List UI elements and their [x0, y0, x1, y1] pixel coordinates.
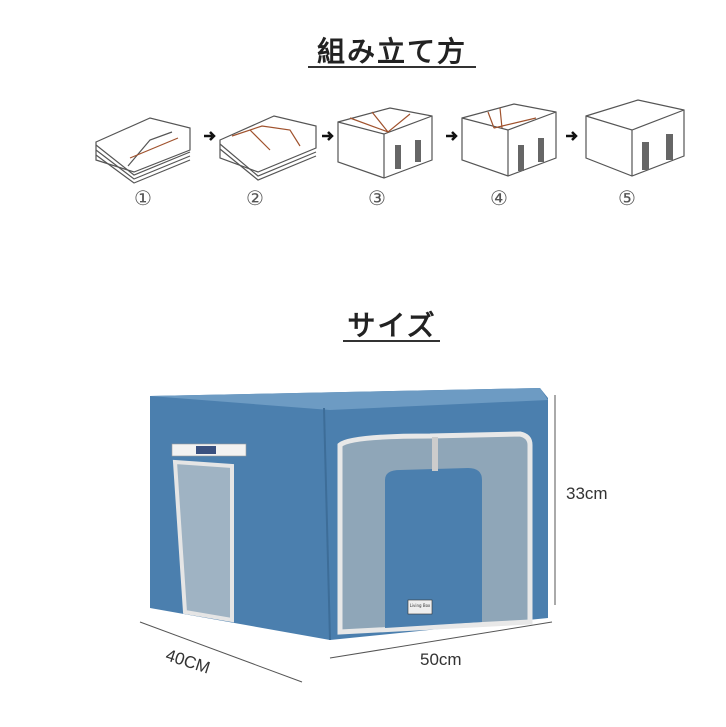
assembly-title: 組み立て方 — [316, 35, 467, 68]
box-label-tag: Living Box — [409, 603, 431, 608]
height-label: 33cm — [566, 484, 608, 503]
step-5-drawing — [585, 99, 685, 177]
step-3-number: ③ — [368, 186, 386, 210]
step-4-number: ④ — [490, 186, 508, 210]
step-3-drawing — [337, 107, 433, 179]
size-title: サイズ — [347, 309, 437, 342]
dimension-lines — [139, 395, 556, 683]
step-1-drawing — [95, 117, 191, 184]
step-2-drawing — [219, 115, 317, 181]
arrow-icon — [446, 131, 458, 141]
arrow-icon — [204, 131, 216, 141]
size-title-underline — [343, 340, 440, 342]
step-5-number: ⑤ — [618, 186, 636, 210]
assembly-title-underline — [308, 66, 476, 68]
storage-box-photo — [150, 388, 548, 641]
step-4-drawing — [461, 103, 557, 177]
arrow-icon — [566, 131, 578, 141]
step-2-number: ② — [246, 186, 264, 210]
width-label: 50cm — [420, 650, 462, 669]
step-1-number: ① — [134, 186, 152, 210]
arrow-icon — [322, 131, 334, 141]
